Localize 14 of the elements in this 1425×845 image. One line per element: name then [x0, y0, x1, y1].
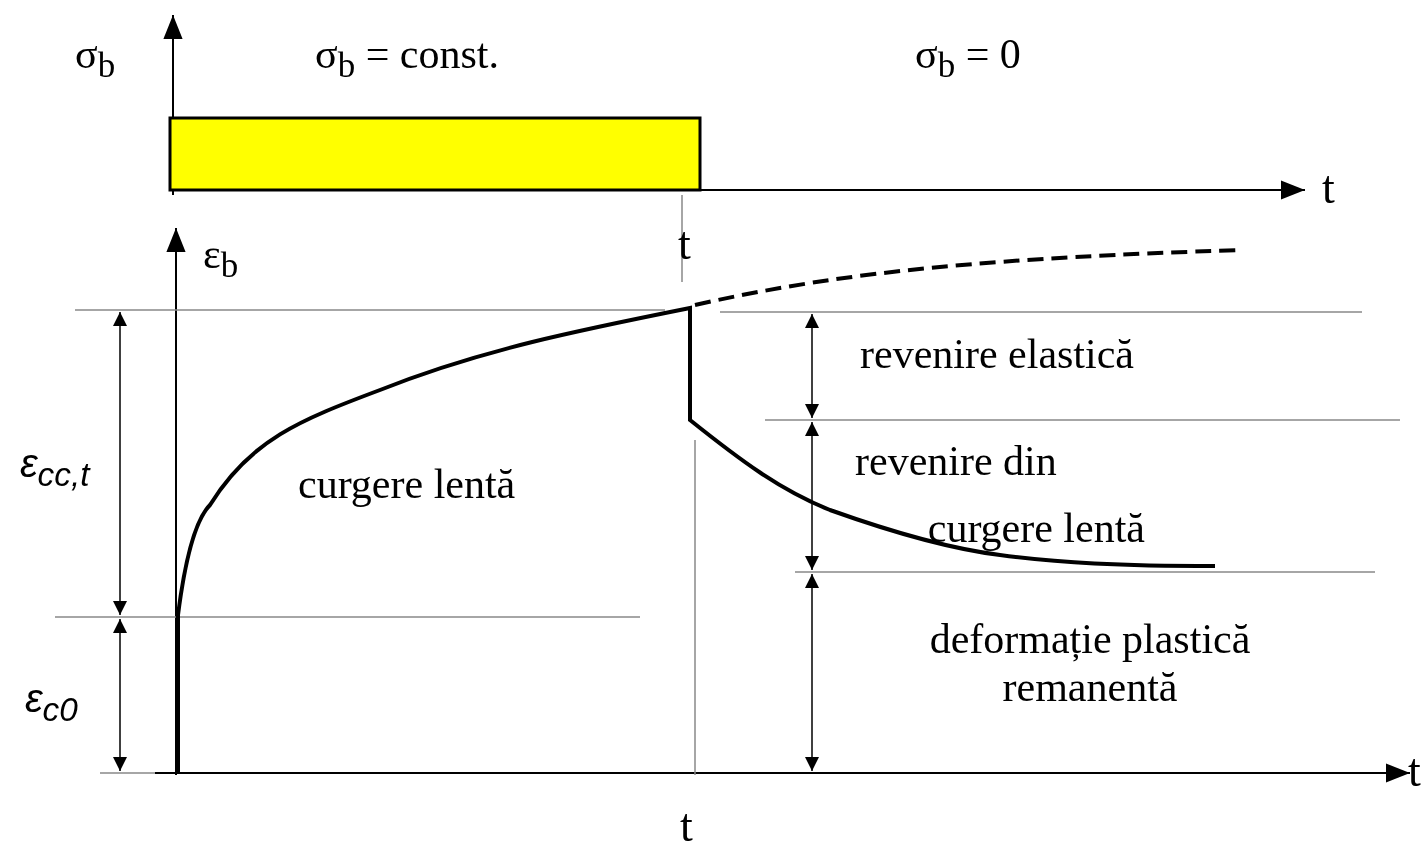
- strain-label: ε$_{c0}$: [25, 675, 78, 730]
- zone-label: deformație plastică remanentă: [928, 615, 1252, 712]
- zone-label: revenire din curgere lentă: [855, 437, 1145, 554]
- axis-label: t: [1322, 162, 1335, 215]
- time-label: t: [680, 800, 693, 845]
- axis-label: ε$_{b}$: [203, 230, 239, 287]
- strain-label: ε$_{cc,t}$: [20, 440, 90, 495]
- axis-label: t: [1408, 745, 1421, 798]
- zone-label: revenire elastică: [860, 330, 1134, 379]
- time-label: t: [678, 218, 691, 271]
- axis-label: σ$_{b}$: [75, 30, 116, 87]
- zone-label: curgere lentă: [298, 460, 516, 509]
- stress-condition: σ$_{b}$ = 0: [915, 30, 1021, 87]
- stress-condition: σ$_{b}$ = const.: [315, 30, 499, 87]
